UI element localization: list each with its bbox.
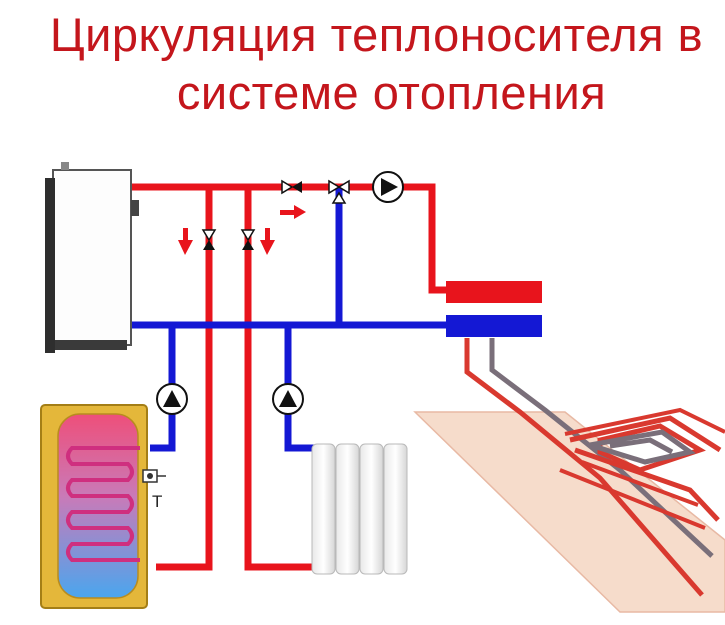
flow-arrow-right: [280, 205, 306, 219]
valve-right: [240, 229, 256, 250]
underfloor-heating-loop: [413, 338, 725, 613]
valve-left: [201, 229, 217, 250]
floor-manifold: [446, 281, 542, 337]
radiator: [311, 443, 408, 575]
flow-arrow-down-right: [260, 228, 275, 255]
temperature-sensor-label: T: [152, 492, 163, 511]
diagram-title: Циркуляция теплоносителя в системе отопл…: [0, 6, 725, 122]
return-pipes: [132, 187, 450, 452]
water-heater-tank: [40, 404, 148, 609]
mixing-valve: [328, 179, 350, 204]
pump-tank: [156, 383, 188, 415]
boiler: [45, 162, 139, 353]
flow-arrow-down-left: [178, 228, 193, 255]
title-line-1: Циркуляция теплоносителя в: [49, 8, 704, 61]
valve-top: [281, 179, 302, 195]
title-line-2: системе отопления: [176, 66, 607, 119]
pump-radiator: [272, 383, 304, 415]
temperature-sensor: [142, 469, 166, 483]
pump-top: [372, 171, 404, 203]
